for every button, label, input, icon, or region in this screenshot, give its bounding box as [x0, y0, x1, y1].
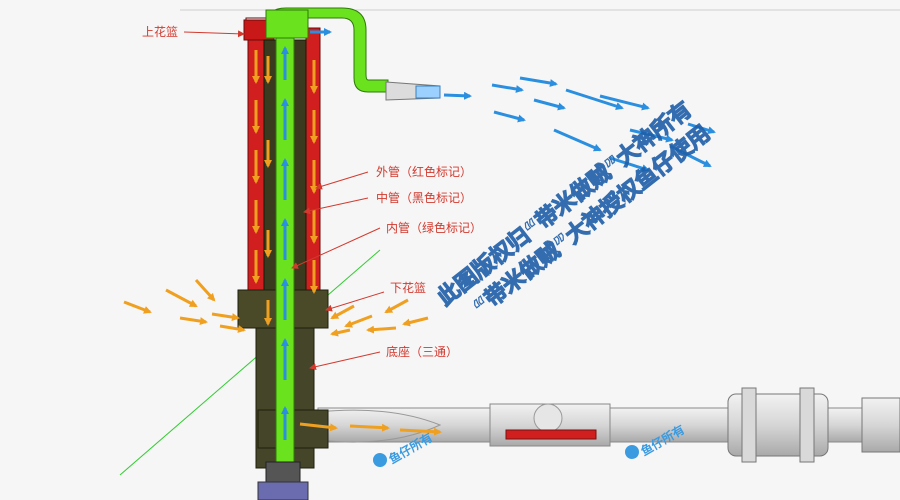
label-inner-pipe: 内管（绿色标记）: [386, 220, 482, 235]
axis-line: [119, 249, 381, 476]
watermark-line-2: “带米做贼”大神授权鱼仔使用: [468, 120, 715, 321]
label-lower-strainer: 下花篮: [390, 280, 426, 295]
downward-flow-arrows: [123, 50, 442, 436]
label-upper-strainer: 上花篮: [142, 24, 178, 39]
fish-logo-icon: [373, 453, 387, 467]
watermark-line-1: 此图版权归“带米做贼”大神所有: [433, 97, 697, 311]
label-base: 底座（三通）: [386, 344, 458, 359]
callout-leaders: [183, 30, 385, 371]
label-outer-pipe: 外管（红色标记）: [376, 164, 472, 179]
valve-handle: [505, 429, 597, 440]
nozzle: [385, 81, 441, 101]
fish-logo-icon: [625, 445, 639, 459]
upward-flow-arrows: [281, 28, 716, 440]
copyright-watermark: 此图版权归“带米做贼”大神所有 “带米做贼”大神授权鱼仔使用: [432, 96, 716, 322]
bottom-fitting: [257, 461, 309, 500]
label-middle-pipe: 中管（黑色标记）: [376, 190, 472, 205]
